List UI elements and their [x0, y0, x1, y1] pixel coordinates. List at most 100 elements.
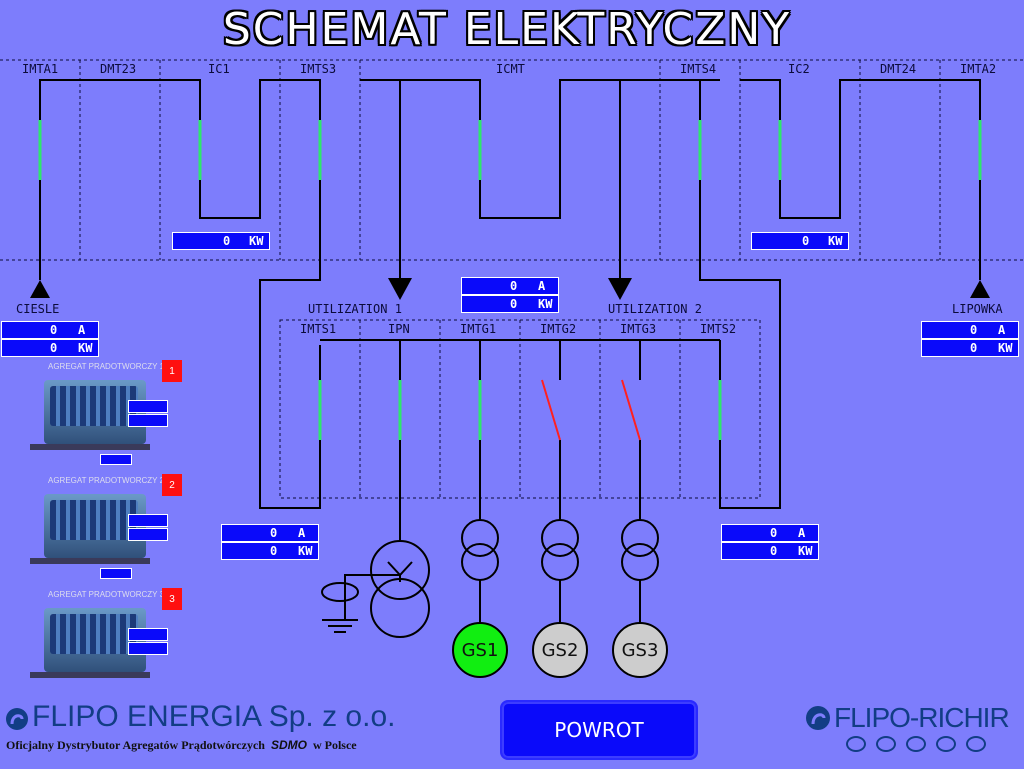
- imts2-current-value: 0: [770, 526, 778, 540]
- ic2-power-display: 0 KW: [751, 232, 849, 250]
- ic2-power-value: 0: [802, 234, 810, 248]
- amp-unit: A: [998, 323, 1006, 337]
- arrow-up-icon: [970, 280, 990, 298]
- breaker-label-imts1: IMTS1: [300, 322, 337, 336]
- company-name: FLIPO ENERGIA Sp. z o.o.: [32, 700, 396, 733]
- ciesle-power-value: 0: [50, 341, 58, 355]
- imts2-power-value: 0: [770, 544, 778, 558]
- imts2-power-display: 0 KW: [721, 542, 819, 560]
- kw-unit: KW: [249, 234, 264, 248]
- feeder-label-lipowka: LIPOWKA: [952, 302, 1003, 316]
- alarm-badge: 3: [162, 588, 182, 610]
- mini-display: [128, 414, 168, 427]
- generator-base: [30, 558, 150, 564]
- arrow-down-icon: [388, 278, 412, 300]
- tagline-end: w Polsce: [312, 738, 357, 752]
- ciesle-current-value: 0: [50, 323, 58, 337]
- kw-unit: KW: [78, 341, 93, 355]
- kw-unit: KW: [828, 234, 843, 248]
- kw-unit: KW: [798, 544, 813, 558]
- thumbnail-caption: AGREGAT PRADOTWORCZY 2: [48, 476, 165, 485]
- flipo-logo-icon: [806, 706, 830, 730]
- product-line-icon: [966, 736, 986, 752]
- generator-base: [30, 444, 150, 450]
- generator-thumbnail-3[interactable]: AGREGAT PRADOTWORCZY 3 3: [0, 588, 182, 700]
- generator-transformers: [461, 519, 659, 581]
- product-line-icon: [846, 736, 866, 752]
- feeder-label-ciesle: CIESLE: [16, 302, 60, 316]
- panel-grid: [0, 59, 1024, 499]
- ciesle-power-display: 0 KW: [1, 339, 99, 357]
- thumbnail-caption: AGREGAT PRADOTWORCZY 3: [48, 590, 165, 599]
- mini-display: [128, 642, 168, 655]
- lipowka-power-value: 0: [970, 341, 978, 355]
- breaker-label-ipn: IPN: [388, 322, 410, 336]
- generator-thumbnail-1[interactable]: AGREGAT PRADOTWORCZY 1 1: [0, 360, 182, 472]
- breaker-label-imts3: IMTS3: [300, 62, 337, 76]
- flipo-logo-icon: [6, 708, 28, 730]
- utilization-1-label: UTILIZATION 1: [308, 302, 402, 316]
- breaker-label-ic1: IC1: [208, 62, 230, 76]
- breaker-label-imta2: IMTA2: [960, 62, 997, 76]
- mini-button: [100, 454, 132, 465]
- mini-display: [128, 514, 168, 527]
- generator-gs1-button[interactable]: GS1: [452, 622, 508, 678]
- breaker-label-dmt23: DMT23: [100, 62, 137, 76]
- breaker-label-imta1: IMTA1: [22, 62, 59, 76]
- breaker-label-icmt: ICMT: [496, 62, 525, 76]
- mini-display: [128, 400, 168, 413]
- amp-unit: A: [798, 526, 806, 540]
- breaker-label-imtg2: IMTG2: [540, 322, 577, 336]
- amp-unit: A: [538, 279, 546, 293]
- amp-unit: A: [298, 526, 306, 540]
- mini-button: [100, 568, 132, 579]
- breaker-label-dmt24: DMT24: [880, 62, 917, 76]
- partner-logo: FLIPO-RICHIR: [834, 702, 1010, 733]
- generator-thumbnail-2[interactable]: AGREGAT PRADOTWORCZY 2 2: [0, 474, 182, 586]
- amp-unit: A: [78, 323, 86, 337]
- mini-display: [128, 628, 168, 641]
- generator-gs3-button[interactable]: GS3: [612, 622, 668, 678]
- thumbnail-caption: AGREGAT PRADOTWORCZY 1: [48, 362, 165, 371]
- sdmo-logo: SDMO: [270, 738, 307, 752]
- open-breakers: [541, 379, 641, 441]
- arrow-stems: [399, 250, 621, 280]
- product-line-icon: [936, 736, 956, 752]
- alarm-badge: 1: [162, 360, 182, 382]
- breaker-label-imtg1: IMTG1: [460, 322, 497, 336]
- breaker-label-imts2: IMTS2: [700, 322, 737, 336]
- generator-gs2-button[interactable]: GS2: [532, 622, 588, 678]
- product-line-icon: [876, 736, 896, 752]
- tagline-text: Oficjalny Dystrybutor Agregatów Prądotwó…: [6, 738, 265, 752]
- kw-unit: KW: [298, 544, 313, 558]
- arrow-down-icon: [608, 278, 632, 300]
- alarm-badge: 2: [162, 474, 182, 496]
- product-line-icon: [906, 736, 926, 752]
- closed-breakers: [38, 120, 982, 440]
- imts1-power-value: 0: [270, 544, 278, 558]
- company-tagline: Oficjalny Dystrybutor Agregatów Prądotwó…: [6, 738, 357, 753]
- breaker-label-ic2: IC2: [788, 62, 810, 76]
- utilization-2-label: UTILIZATION 2: [608, 302, 702, 316]
- lipowka-current-value: 0: [970, 323, 978, 337]
- back-button[interactable]: POWROT: [500, 700, 698, 760]
- flow-arrows: [30, 278, 990, 300]
- arrow-up-icon: [30, 280, 50, 298]
- transformer-icon: [321, 540, 430, 638]
- breaker-label-imts4: IMTS4: [680, 62, 717, 76]
- imts1-current-value: 0: [270, 526, 278, 540]
- kw-unit: KW: [538, 297, 553, 311]
- imts1-power-display: 0 KW: [221, 542, 319, 560]
- generator-base: [30, 672, 150, 678]
- breaker-label-imtg3: IMTG3: [620, 322, 657, 336]
